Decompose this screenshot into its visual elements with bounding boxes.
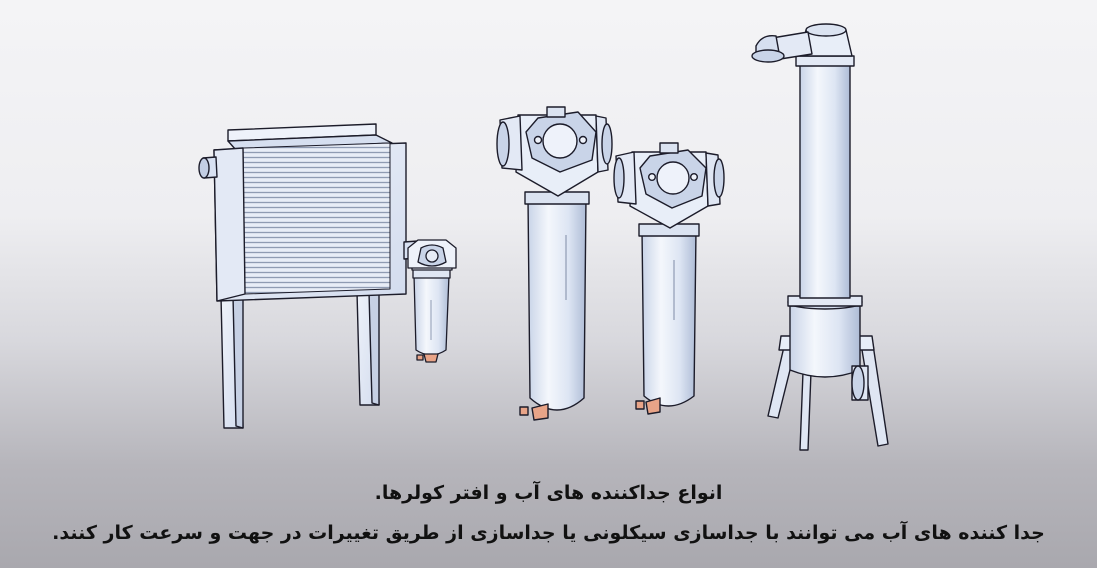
cyclone-separator [751,23,889,451]
large-water-separator [496,106,613,421]
caption-description: جدا کننده های آب می توانند با جداسازی سی… [52,522,1045,544]
separators-illustration [198,23,889,451]
aftercooler [198,123,419,429]
small-water-separator [407,239,457,363]
medium-water-separator [613,142,725,415]
caption-title: انواع جداکننده های آب و افتر کولرها. [374,482,723,504]
